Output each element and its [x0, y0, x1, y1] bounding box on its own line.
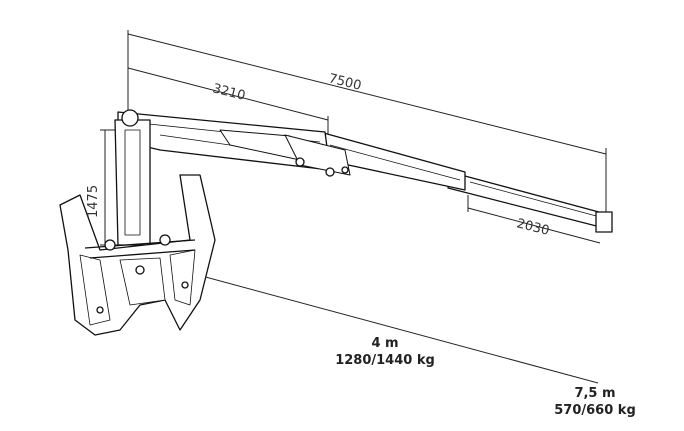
- dimension-total-reach: [127, 30, 607, 215]
- label-total-reach: 7500: [327, 71, 363, 94]
- load-point-1: 4 m 1280/1440 kg: [325, 335, 445, 369]
- label-column-height: 1475: [86, 185, 101, 218]
- load-capacity: 570/660 kg: [554, 403, 636, 418]
- crane: [59, 109, 613, 336]
- load-reach: 4 m: [371, 336, 399, 351]
- label-extension: 2030: [515, 216, 551, 239]
- boom-tip: [595, 211, 613, 233]
- load-reach: 7,5 m: [574, 386, 616, 401]
- label-first-boom: 3210: [211, 81, 247, 104]
- load-point-2: 7,5 m 570/660 kg: [545, 385, 645, 419]
- dimension-extension: [467, 195, 601, 244]
- load-reach-line: [149, 261, 599, 384]
- load-capacity: 1280/1440 kg: [335, 353, 435, 368]
